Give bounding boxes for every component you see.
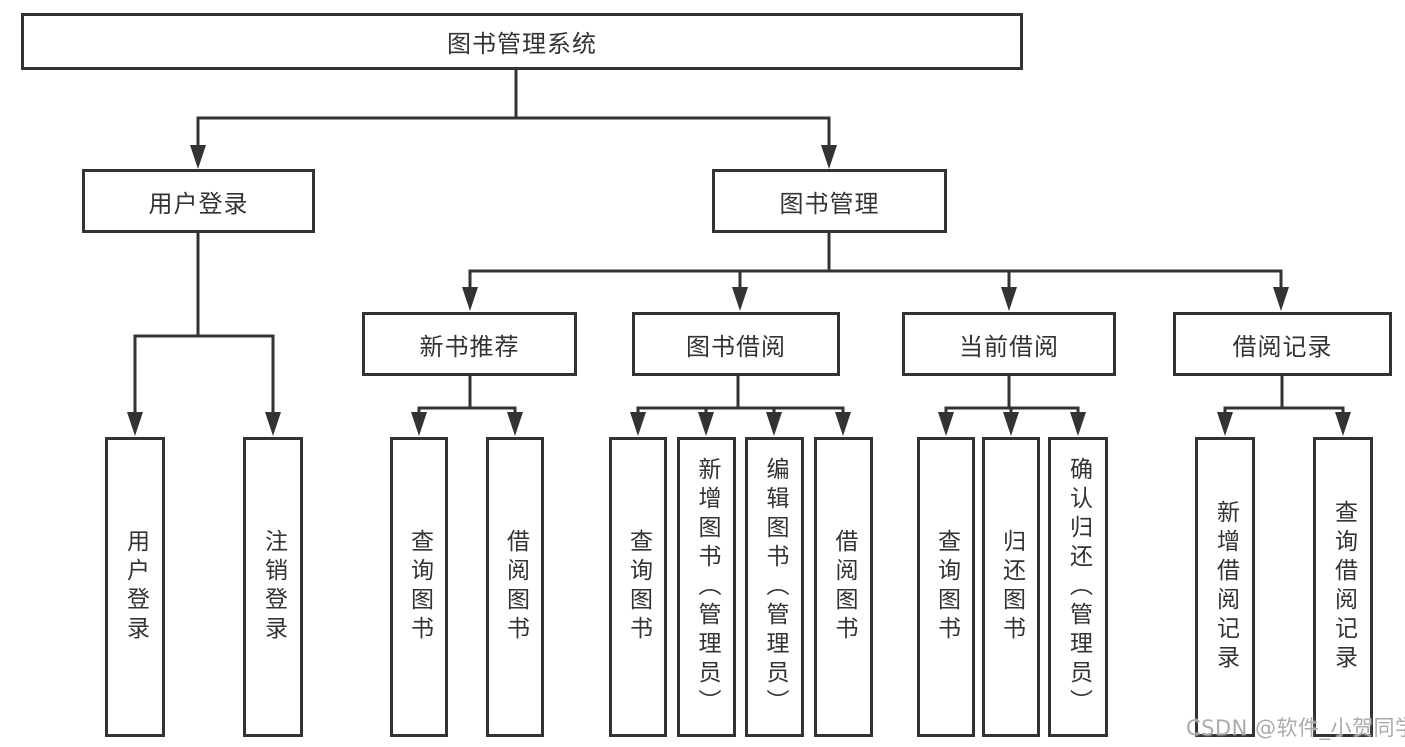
node-book-borrowing: 图书借阅 bbox=[632, 312, 840, 376]
leaf-user-login: 用户登录 bbox=[105, 437, 165, 737]
leaf-add-book-admin: 新增图书（管理员） bbox=[677, 437, 736, 737]
leaf-query-borrow-record: 查询借阅记录 bbox=[1313, 437, 1373, 737]
leaf-query-books-recommend: 查询图书 bbox=[390, 437, 448, 737]
node-book-management: 图书管理 bbox=[712, 169, 947, 233]
node-library-management-system: 图书管理系统 bbox=[21, 13, 1023, 70]
node-current-borrowing: 当前借阅 bbox=[902, 312, 1116, 376]
csdn-watermark: CSDN @软件_小贺同学 bbox=[1186, 716, 1405, 740]
node-borrowing-records: 借阅记录 bbox=[1173, 312, 1392, 376]
leaf-query-books-current: 查询图书 bbox=[917, 437, 975, 737]
arrowheads bbox=[127, 145, 1351, 436]
leaf-return-books: 归还图书 bbox=[982, 437, 1040, 737]
leaf-edit-book-admin: 编辑图书（管理员） bbox=[745, 437, 804, 737]
leaf-borrow-books-borrowing: 借阅图书 bbox=[814, 437, 873, 737]
node-user-login: 用户登录 bbox=[82, 169, 315, 233]
leaf-borrow-books-recommend: 借阅图书 bbox=[486, 437, 544, 737]
leaf-confirm-return-admin: 确认归还（管理员） bbox=[1048, 437, 1108, 737]
connector-lines bbox=[133, 69, 1345, 410]
leaf-add-borrow-record: 新增借阅记录 bbox=[1195, 437, 1255, 737]
node-new-book-recommendation: 新书推荐 bbox=[362, 312, 577, 376]
leaf-logout: 注销登录 bbox=[243, 437, 303, 737]
leaf-query-books-borrowing: 查询图书 bbox=[609, 437, 667, 737]
